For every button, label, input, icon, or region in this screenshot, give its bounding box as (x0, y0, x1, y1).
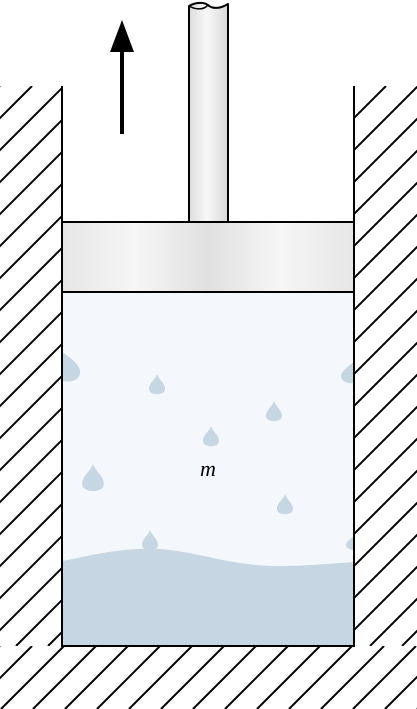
right-wall-hatching (354, 86, 417, 646)
droplet-icon (82, 463, 104, 492)
droplet-icon (346, 536, 354, 550)
hatch-line (128, 646, 193, 709)
hatch-line (0, 150, 62, 216)
hatch-line (64, 646, 129, 709)
hatch-line (0, 310, 62, 376)
hatch-line (288, 646, 353, 709)
hatch-line (224, 646, 289, 709)
hatch-line (0, 342, 62, 408)
hatch-line (354, 501, 417, 568)
hatch-line (0, 118, 62, 184)
hatch-line (0, 86, 62, 152)
droplet-icon (341, 362, 354, 384)
hatch-line (400, 86, 417, 646)
droplet-icon (149, 374, 165, 395)
hatch-line (0, 534, 62, 600)
hatch-line (0, 646, 33, 680)
left-wall-hatching (0, 86, 417, 646)
hatch-line (160, 646, 225, 709)
hatch-line (368, 86, 417, 646)
hatch-line (354, 149, 417, 216)
hatch-line (256, 646, 321, 709)
hatch-line (96, 646, 161, 709)
hatch-line (352, 646, 417, 709)
hatch-line (0, 646, 65, 709)
piston-rod (188, 1, 229, 223)
hatch-line (320, 646, 385, 709)
droplet-icon (62, 352, 80, 382)
hatch-line (354, 341, 417, 408)
droplet-icon (203, 426, 219, 447)
hatch-line (192, 646, 257, 709)
up-arrow-icon (110, 20, 134, 134)
hatch-line (384, 675, 417, 709)
hatch-line (354, 117, 417, 184)
droplets-group (82, 374, 293, 551)
droplet-icon (142, 530, 158, 551)
liquid-water (62, 548, 354, 646)
piston-rod-top-edge (188, 4, 209, 10)
droplet-icon (277, 494, 293, 515)
hatch-line (32, 646, 97, 709)
bottom-wall-hatching (0, 646, 417, 709)
hatch-line (401, 629, 417, 646)
mass-label: m (200, 456, 216, 481)
hatch-line (354, 533, 417, 600)
piston (61, 221, 355, 293)
droplet-icon (266, 401, 282, 422)
hatch-line (354, 309, 417, 376)
hatch-line (0, 502, 62, 568)
